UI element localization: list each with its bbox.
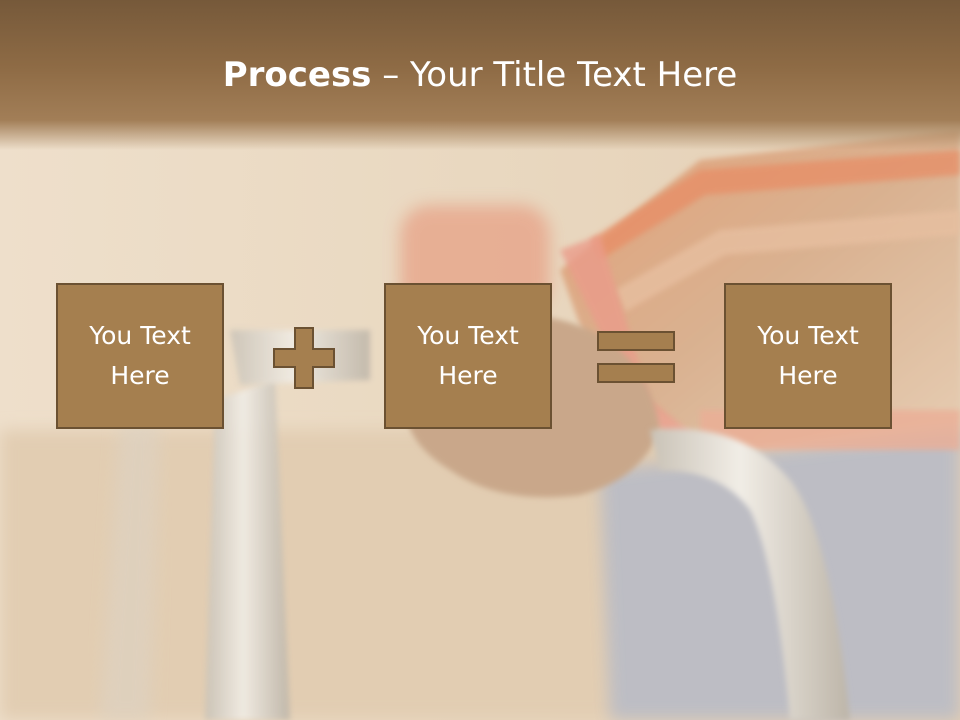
text-box-3-label: You Text Here [757,321,859,390]
title-rest: – Your Title Text Here [371,55,738,95]
plus-icon [273,327,335,389]
slide-title: Process – Your Title Text Here [0,52,960,98]
equals-icon [597,331,675,383]
title-bold: Process [222,55,372,95]
text-box-1-label: You Text Here [89,321,191,390]
header-band [0,0,960,150]
text-box-2-label: You Text Here [417,321,519,390]
text-box-1: You Text Here [56,283,224,429]
text-box-3: You Text Here [724,283,892,429]
text-box-2: You Text Here [384,283,552,429]
